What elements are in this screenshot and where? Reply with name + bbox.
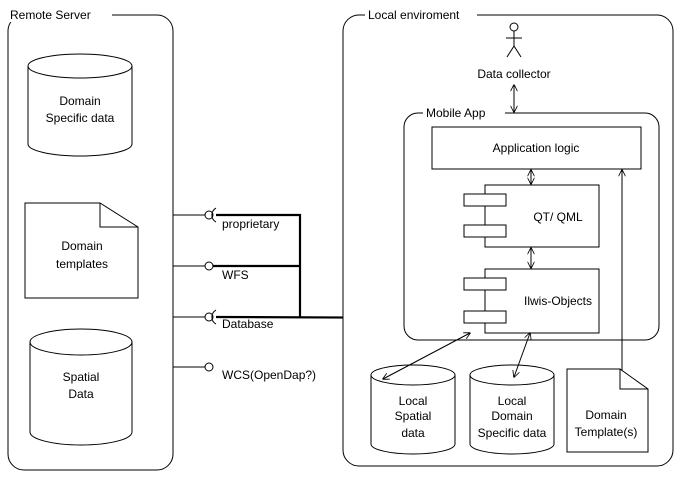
qt-qml-label: QT/ QML [533,210,583,224]
interface-wcs: WCS(OpenDap?) [173,362,316,382]
domain-templates-label-1: Domain [61,239,102,253]
proprietary-label: proprietary [222,217,279,231]
ilwis-to-local-domain-arrow [514,333,530,377]
domain-templates-document: Domain templates [24,202,139,299]
local-domain-templates-document: Domain Template(s) [566,368,649,453]
remote-server-title: Remote Server [10,8,91,22]
local-spatial-label-1: Local [399,394,428,408]
wcs-label: WCS(OpenDap?) [222,368,316,382]
application-logic-label: Application logic [493,141,580,155]
local-templates-label-1: Domain [585,408,626,422]
local-templates-label-2: Template(s) [575,425,638,439]
domain-specific-data-label-1: Domain [59,94,100,108]
domain-specific-data-label-2: Specific data [46,111,115,125]
data-collector-actor: Data collector [477,22,551,81]
ilwis-to-local-spatial-arrow [383,333,470,379]
local-spatial-label-2: Spatial [395,409,432,423]
ilwis-objects-label: Ilwis-Objects [524,294,592,308]
local-spatial-label-3: data [401,426,425,440]
domain-specific-data-cylinder: Domain Specific data [27,53,133,157]
local-domain-label-3: Specific data [478,426,547,440]
data-collector-label: Data collector [477,67,550,81]
local-domain-specific-data-cylinder: Local Domain Specific data [469,364,555,455]
local-domain-label-1: Local [498,394,527,408]
local-spatial-data-cylinder: Local Spatial data [370,364,456,455]
spatial-data-label-1: Spatial [63,370,100,384]
interface-proprietary: proprietary [173,207,279,231]
domain-templates-label-2: templates [56,257,108,271]
mobile-app-title: Mobile App [426,106,486,120]
local-domain-label-2: Domain [491,409,532,423]
spatial-data-cylinder: Spatial Data [29,328,133,446]
database-label: Database [222,317,274,331]
spatial-data-label-2: Data [68,387,94,401]
application-logic-box: Application logic [431,126,642,170]
interface-database: Database [173,309,274,331]
local-environment-title: Local enviroment [368,8,460,22]
ilwis-objects-component: Ilwis-Objects [463,268,600,334]
qt-qml-component: QT/ QML [463,184,600,248]
wfs-label: WFS [222,268,249,282]
